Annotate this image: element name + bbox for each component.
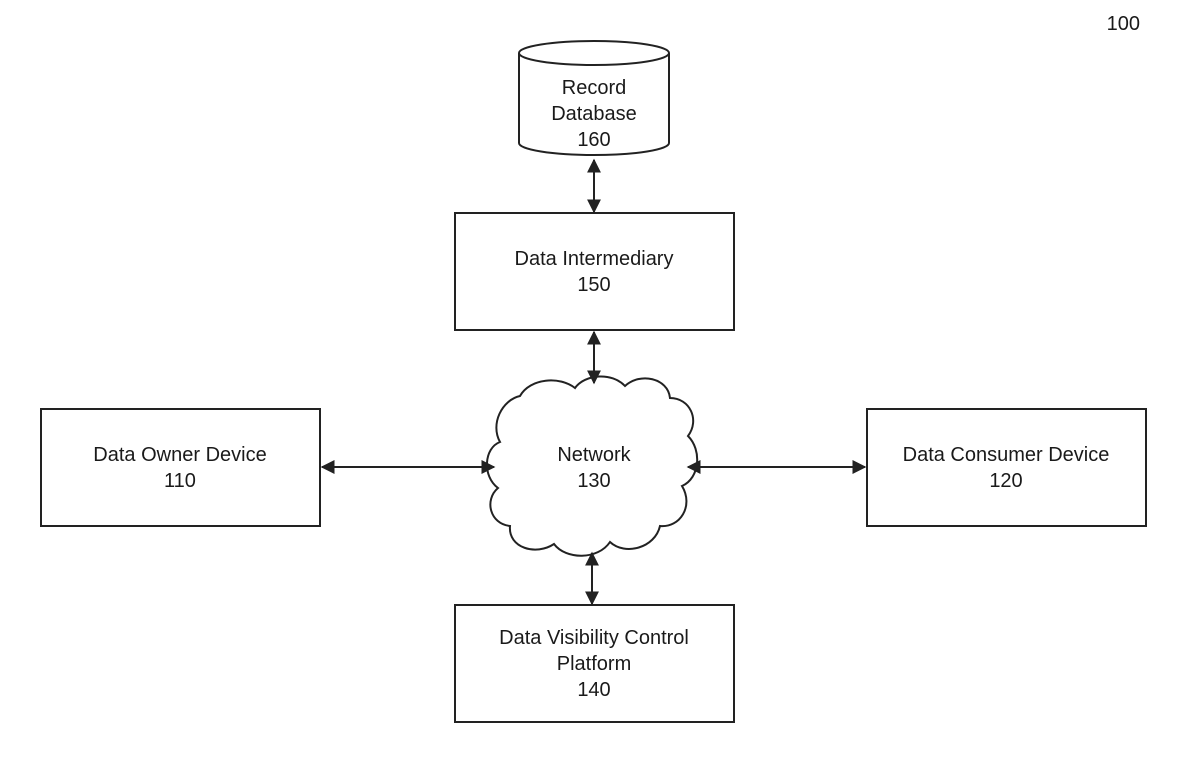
network-label: Network bbox=[557, 444, 631, 466]
data-owner-device-ref: 110 bbox=[164, 470, 196, 492]
data-intermediary-label: Data Intermediary bbox=[515, 248, 674, 270]
data-visibility-control-platform-ref: 140 bbox=[577, 679, 610, 701]
data-intermediary-ref: 150 bbox=[577, 274, 610, 296]
data-owner-device-label: Data Owner Device bbox=[93, 444, 266, 466]
record-database-node: Record Database 160 bbox=[519, 41, 669, 155]
data-consumer-device-box bbox=[867, 409, 1146, 526]
network-cloud-icon bbox=[487, 376, 697, 555]
data-owner-device-box bbox=[41, 409, 320, 526]
data-consumer-device-ref: 120 bbox=[989, 470, 1022, 492]
data-consumer-device-label: Data Consumer Device bbox=[903, 444, 1110, 466]
database-cylinder-top bbox=[519, 41, 669, 65]
data-intermediary-node: Data Intermediary 150 bbox=[455, 213, 734, 330]
data-visibility-control-platform-label-line2: Platform bbox=[557, 653, 631, 675]
data-consumer-device-node: Data Consumer Device 120 bbox=[867, 409, 1146, 526]
record-database-label-line1: Record bbox=[562, 77, 626, 99]
data-intermediary-box bbox=[455, 213, 734, 330]
data-visibility-control-platform-node: Data Visibility Control Platform 140 bbox=[455, 605, 734, 722]
network-ref: 130 bbox=[577, 470, 610, 492]
record-database-label-line2: Database bbox=[551, 103, 637, 125]
network-node: Network 130 bbox=[487, 376, 697, 555]
data-visibility-control-platform-label-line1: Data Visibility Control bbox=[499, 627, 689, 649]
figure-number: 100 bbox=[1107, 13, 1140, 35]
record-database-ref: 160 bbox=[577, 129, 610, 151]
data-owner-device-node: Data Owner Device 110 bbox=[41, 409, 320, 526]
